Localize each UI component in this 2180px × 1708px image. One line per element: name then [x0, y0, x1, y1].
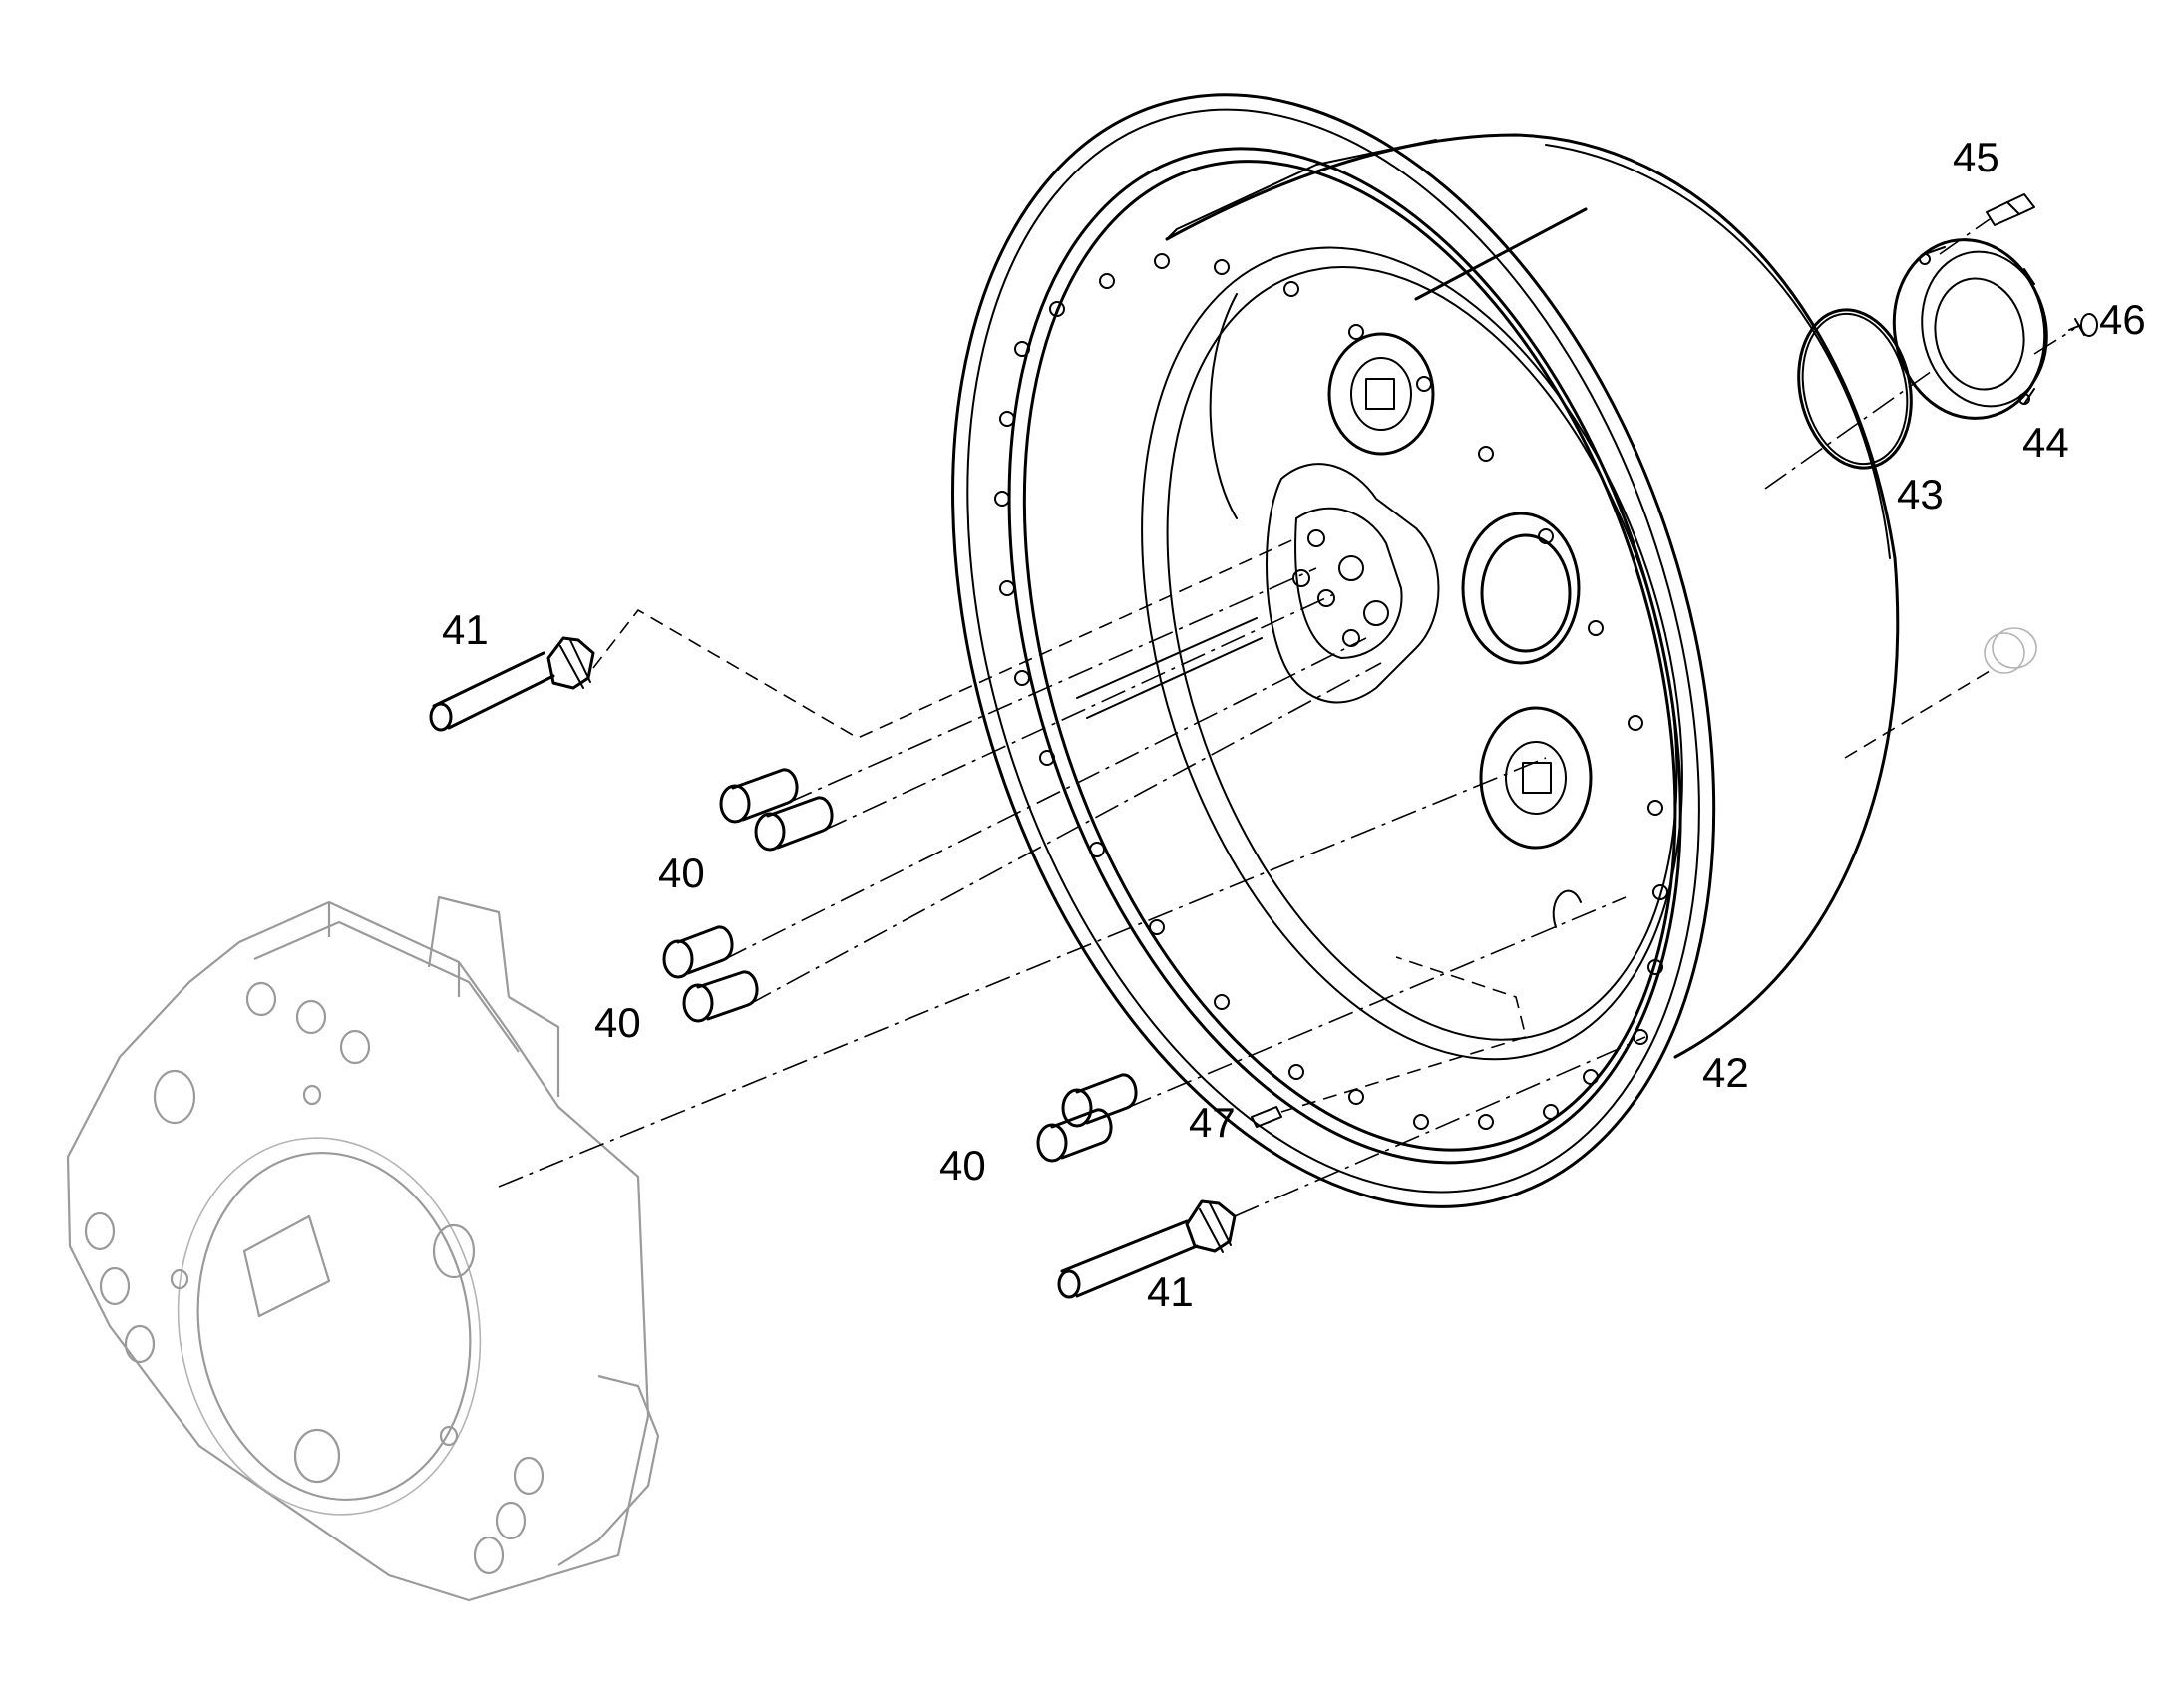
mounting-bracket — [66, 895, 660, 1602]
callout-41b: 41 — [1147, 1268, 1194, 1315]
assembly-lines — [498, 218, 2075, 1217]
callout-42: 42 — [1702, 1049, 1749, 1096]
callout-44: 44 — [2022, 419, 2069, 466]
callout-45: 45 — [1953, 134, 1999, 180]
screw-46 — [2068, 313, 2098, 337]
callout-46: 46 — [2099, 296, 2146, 343]
housing-ring — [951, 93, 1900, 1208]
o-ring — [1797, 308, 1913, 470]
screw-45 — [1986, 193, 2035, 226]
callout-41a: 41 — [442, 606, 489, 653]
sleeve-group-middle — [662, 925, 759, 1023]
pin-41-upper — [429, 636, 595, 732]
sleeve-group-top — [719, 768, 834, 852]
sleeve-group-bottom — [1036, 1073, 1138, 1163]
callout-labels: 40 40 40 41 41 42 43 44 45 46 47 — [442, 134, 2146, 1315]
callout-43: 43 — [1897, 471, 1944, 517]
callout-40a: 40 — [658, 850, 705, 896]
callout-40b: 40 — [594, 999, 641, 1046]
callout-40c: 40 — [939, 1142, 986, 1189]
callout-47: 47 — [1189, 1099, 1236, 1146]
dowel-47 — [1251, 1106, 1282, 1128]
cover-plate — [1892, 238, 2048, 420]
threaded-plug — [1984, 627, 2037, 674]
flange-bolt-holes — [994, 253, 1668, 1130]
pin-41-lower — [1057, 1199, 1237, 1299]
